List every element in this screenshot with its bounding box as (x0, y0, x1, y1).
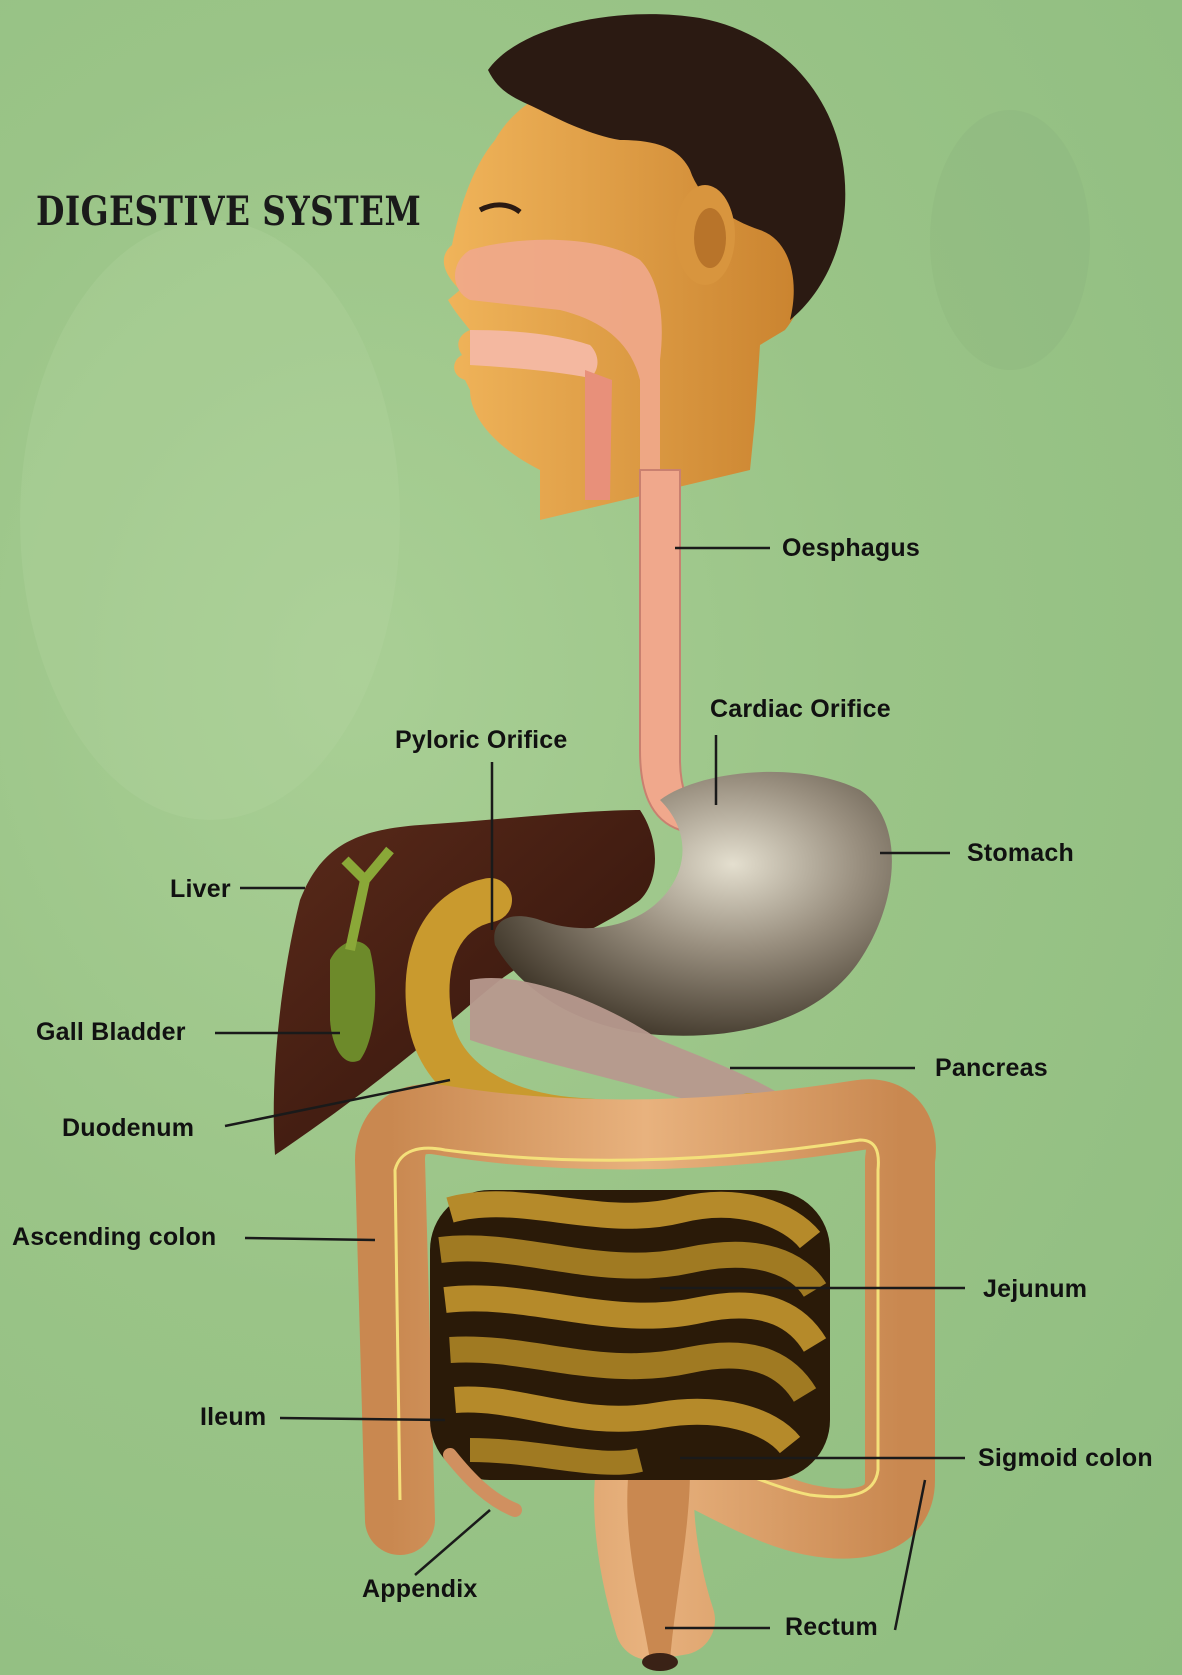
oesophagus-tube (640, 470, 700, 830)
label-cardiac-orifice: Cardiac Orifice (710, 695, 891, 724)
label-pancreas: Pancreas (935, 1054, 1048, 1083)
label-pyloric-orifice: Pyloric Orifice (395, 726, 568, 755)
label-gall-bladder: Gall Bladder (36, 1018, 186, 1047)
label-oesophagus: Oesphagus (782, 534, 920, 563)
label-sigmoid-colon: Sigmoid colon (978, 1444, 1153, 1473)
label-ileum: Ileum (200, 1403, 266, 1432)
label-duodenum: Duodenum (62, 1114, 194, 1143)
head-illustration (444, 14, 845, 520)
diagram-title: DIGESTIVE SYSTEM (36, 188, 421, 235)
label-ascending-colon: Ascending colon (12, 1223, 216, 1252)
label-stomach: Stomach (967, 839, 1074, 868)
label-rectum: Rectum (785, 1613, 878, 1642)
label-jejunum: Jejunum (983, 1275, 1087, 1304)
small-intestine-organ (430, 1190, 830, 1480)
label-liver: Liver (170, 875, 231, 904)
label-appendix: Appendix (362, 1575, 478, 1604)
